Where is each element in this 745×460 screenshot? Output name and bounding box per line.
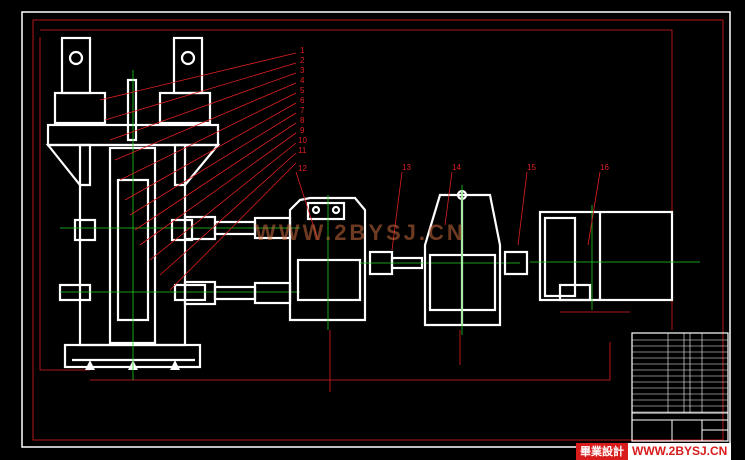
coupling [360,250,520,276]
callout-11: 11 [298,146,307,155]
callout-12: 12 [298,164,307,173]
callout-15: 15 [527,163,536,172]
title-block [631,332,729,442]
callout-14: 14 [452,163,461,172]
callout-3: 3 [300,66,305,75]
callout-10: 10 [298,136,307,145]
leader-lines [99,52,601,291]
banner-chinese: 畢業設計 [576,443,628,460]
hoist-column [45,36,300,380]
callout-13: 13 [402,163,411,172]
drawing-border [21,11,731,448]
watermark: WWW.2BYSJ.CN [255,220,466,245]
callout-2: 2 [300,56,305,65]
gearbox-1 [288,195,367,330]
callout-7: 7 [300,106,305,115]
callout-16: 16 [600,163,609,172]
callout-1: 1 [300,46,305,55]
callout-9: 9 [300,126,305,135]
gearbox-2 [423,185,502,335]
site-banner[interactable]: 畢業設計 WWW.2BYSJ.CN [576,443,732,460]
callout-4: 4 [300,76,305,85]
callout-5: 5 [300,86,305,95]
dimension-lines-bottom [90,342,611,381]
callout-8: 8 [300,116,305,125]
coupling-2 [503,250,529,276]
callout-labels: 1 2 3 4 5 6 7 8 9 10 11 12 13 14 15 16 [298,46,609,173]
motor [530,205,700,310]
banner-url[interactable]: WWW.2BYSJ.CN [632,444,728,458]
dimension-lines [39,37,90,371]
inner-frame [32,19,724,441]
callout-6: 6 [300,96,305,105]
